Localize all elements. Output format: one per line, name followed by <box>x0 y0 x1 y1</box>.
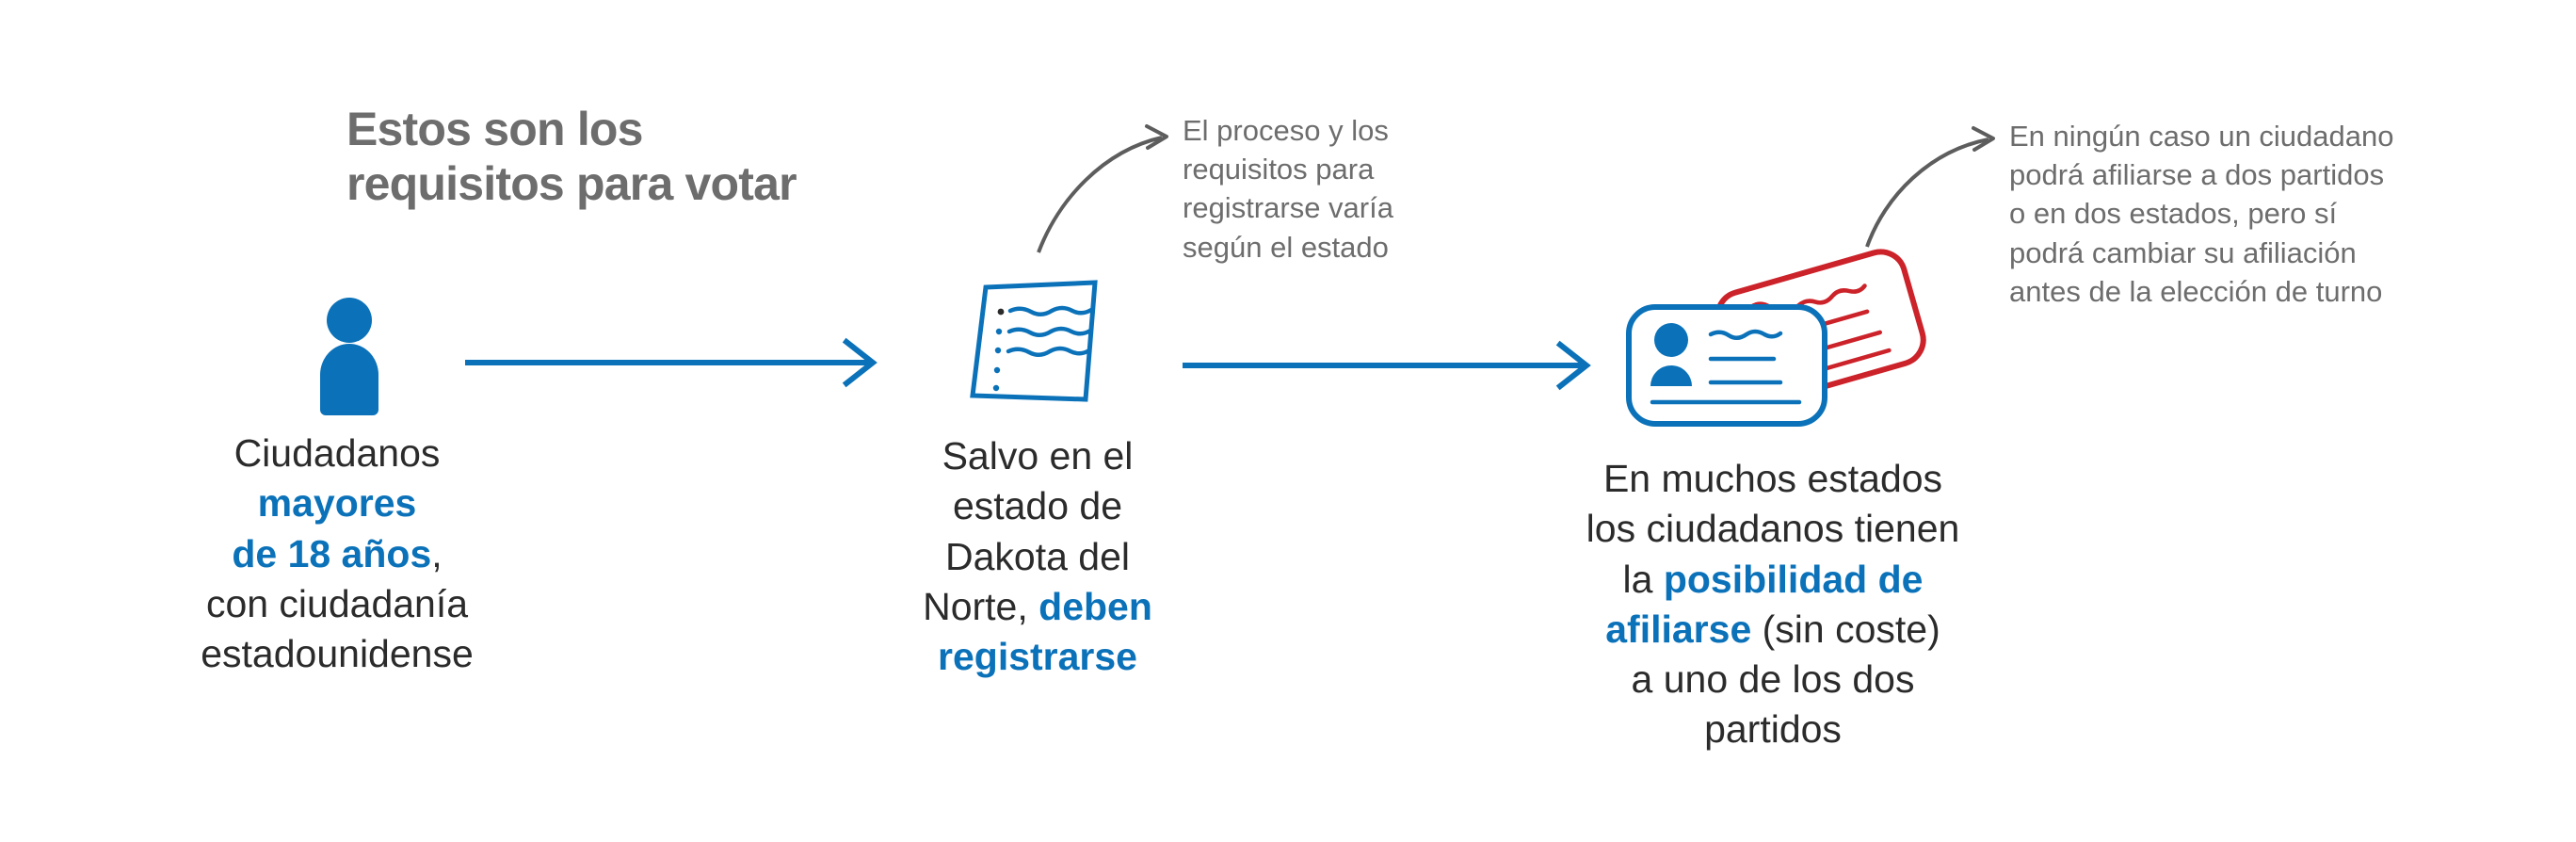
step-2-annotation-line-4: según el estado <box>1183 230 1389 264</box>
step-2-caption-line-1: Salvo en el <box>942 434 1134 478</box>
step-2-annotation: El proceso y los requisitos para registr… <box>1183 111 1465 267</box>
step-2-caption-line-4: Norte, <box>923 584 1028 628</box>
step-2-caption: Salvo en el estado de Dakota del Norte, … <box>896 431 1179 682</box>
id-card-blue <box>1626 304 1827 427</box>
step-3-annotation-line-3: o en dos estados, pero sí <box>2009 197 2338 231</box>
step-3-annotation-line-2: podrá afiliarse a dos partidos <box>2009 158 2385 192</box>
page-title: Estos son los requisitos para votar <box>346 102 874 211</box>
id-card-red <box>1715 249 1926 407</box>
step-2-annotation-line-1: El proceso y los <box>1183 114 1389 147</box>
page-title-line-1: Estos son los <box>346 103 643 155</box>
step-1-caption-comma: , <box>431 531 443 575</box>
step-3-caption-line-5: a uno de los dos <box>1631 657 1915 702</box>
step-1-caption-line-3: con ciudadanía <box>205 581 469 625</box>
step-3-caption-la: la <box>1622 557 1664 601</box>
step-3-annotation: En ningún caso un ciudadano podrá afilia… <box>2009 117 2499 311</box>
step-2-annotation-line-2: requisitos para <box>1183 153 1375 186</box>
step-2-caption-line-3: Dakota del <box>944 534 1130 578</box>
page-title-line-2: requisitos para votar <box>346 157 797 210</box>
person-icon <box>320 298 378 415</box>
step-3-caption-accent-1: posibilidad de <box>1663 557 1924 601</box>
step-3-annotation-line-1: En ningún caso un ciudadano <box>2009 120 2394 153</box>
id-cards-icon <box>1626 249 1926 427</box>
step-3-annotation-line-5: antes de la elección de turno <box>2009 274 2383 308</box>
step-1-caption: Ciudadanos mayores de 18 años, con ciuda… <box>158 429 516 679</box>
document-icon <box>970 280 1098 402</box>
step-2-caption-accent-1: deben <box>1038 584 1152 628</box>
step-3-caption: En muchos estados los ciudadanos tienen … <box>1552 454 1994 755</box>
step-3-caption-line-6: partidos <box>1704 707 1842 752</box>
arrow-step2-to-step3 <box>1183 340 1591 391</box>
step-2-annotation-line-3: registrarse varía <box>1183 191 1393 225</box>
step-1-caption-line-1: Ciudadanos <box>233 431 441 475</box>
step-3-caption-sin-coste: (sin coste) <box>1751 607 1940 651</box>
step-1-caption-accent-1: mayores <box>257 481 417 526</box>
step-3-annotation-line-4: podrá cambiar su afiliación <box>2009 235 2357 269</box>
step-3-caption-accent-2: afiliarse <box>1605 607 1752 651</box>
step-3-caption-line-2: los ciudadanos tienen <box>1586 507 1960 551</box>
callout-arrow-step2 <box>1037 124 1168 253</box>
arrow-step1-to-step2 <box>465 337 877 388</box>
step-1-caption-line-4: estadounidense <box>201 632 474 676</box>
step-2-caption-line-2: estado de <box>952 484 1123 528</box>
step-2-caption-accent-2: registrarse <box>938 635 1137 679</box>
callout-arrow-step3 <box>1865 126 1995 248</box>
step-3-caption-line-1: En muchos estados <box>1602 457 1943 500</box>
step-1-caption-accent-2: de 18 años <box>232 531 432 575</box>
